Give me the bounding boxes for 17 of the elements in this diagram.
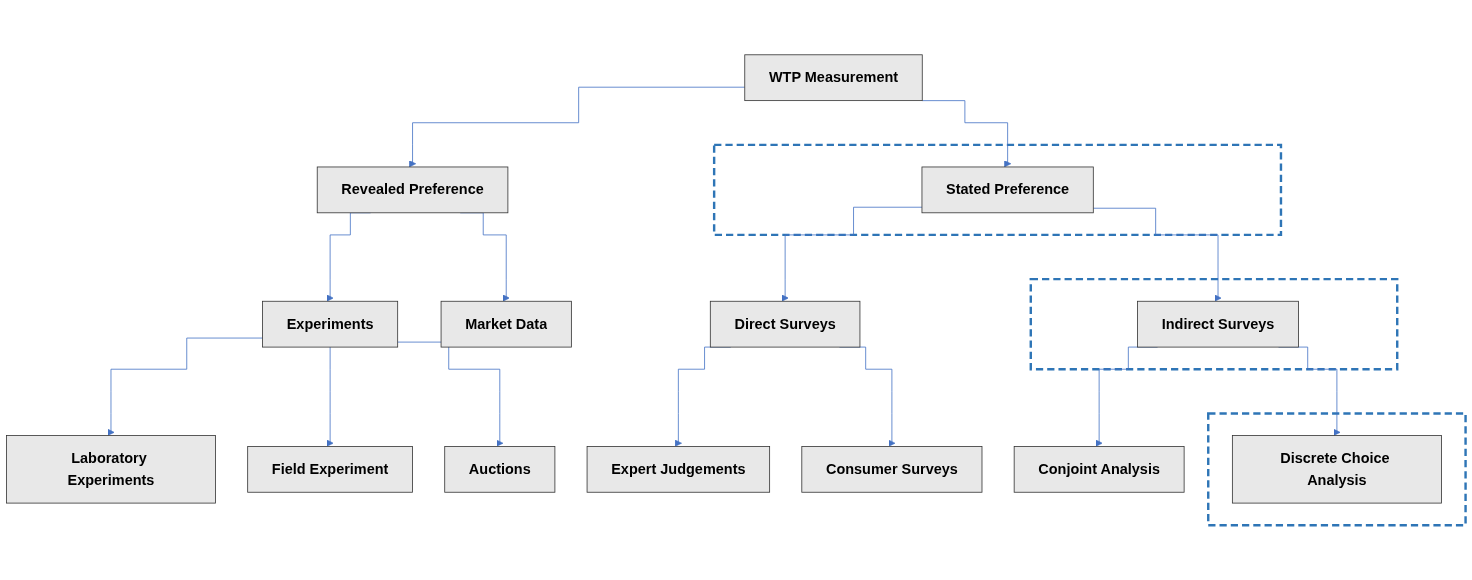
node-box: Direct Surveys: [709, 300, 861, 348]
node-box: Consumer Surveys: [801, 446, 983, 493]
node-box: Discrete Choice Analysis: [1231, 435, 1442, 504]
node-box: Expert Judgements: [586, 446, 771, 493]
cluster: [712, 143, 1283, 237]
node-box: Market Data: [440, 300, 572, 348]
cluster: [1029, 277, 1399, 371]
node-box: Conjoint Analysis: [1013, 446, 1185, 493]
node-box: Field Experiment: [247, 446, 413, 493]
node-box: Auctions: [444, 446, 556, 493]
node-box: Stated Preference: [921, 166, 1094, 214]
cluster: [1207, 412, 1467, 527]
node-box: WTP Measurement: [744, 54, 923, 102]
node-box: Indirect Surveys: [1137, 300, 1299, 348]
node-box: Revealed Preference: [316, 166, 509, 214]
node-box: Laboratory Experiments: [6, 435, 216, 504]
node-box: Experiments: [262, 300, 399, 348]
